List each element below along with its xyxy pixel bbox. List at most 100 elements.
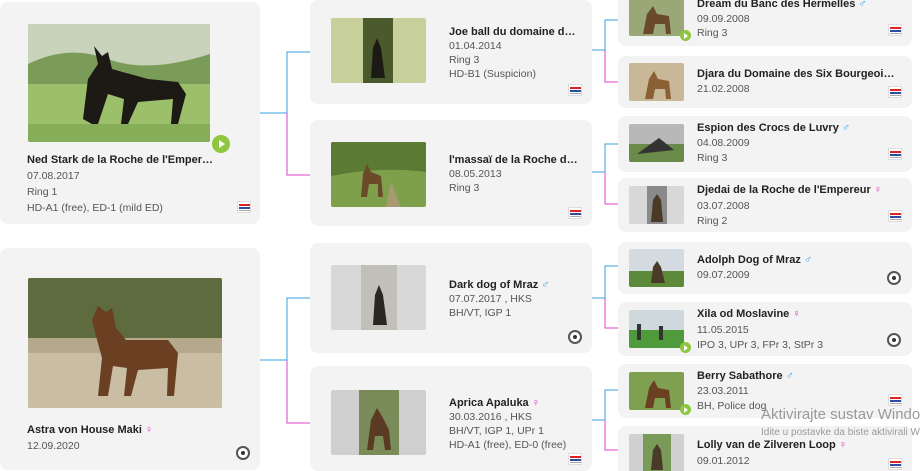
gen3-name-4[interactable]: Djedai de la Roche de l'Empereur [697,184,871,196]
gen3-name-5[interactable]: Adolph Dog of Mraz [697,254,801,266]
gen3-name-6[interactable]: Xila od Moslavine [697,308,790,320]
fci-badge-icon [887,271,901,285]
male-symbol-icon: ♂ [841,122,851,134]
gen3-photo-5[interactable] [629,249,684,287]
dam-card[interactable]: Astra von House Maki♀ 12.09.2020 [0,248,260,470]
gen3-date-8: 09.01.2012 [697,455,750,467]
female-symbol-icon: ♀ [873,184,883,196]
female-symbol-icon: ♀ [792,308,801,320]
play-video-icon[interactable] [680,30,691,41]
gen2-photo-3[interactable] [331,265,426,330]
sire-photo[interactable] [28,24,210,142]
gen3-name-8[interactable]: Lolly van de Zilveren Loop [697,439,836,451]
gen2-name-3[interactable]: Dark dog of Mraz [449,279,539,291]
sire-title: Ring 1 [27,186,58,198]
fci-badge-icon [236,446,250,460]
windows-activation-subtitle: Idite u postavke da biste aktivirali W [761,427,920,438]
dam-name[interactable]: Astra von House Maki [27,424,142,436]
male-symbol-icon: ♂ [803,254,813,266]
gen2-title-4: BH/VT, IGP 1, UPr 1 [449,425,544,437]
kennel-club-flag-icon [888,394,902,406]
gen2-title-2: Ring 3 [449,182,480,194]
dam-birthdate: 12.09.2020 [27,440,80,452]
gen2-health-1: HD-B1 (Suspicion) [449,68,536,80]
kennel-club-flag-icon [237,201,251,213]
gen3-title-4: Ring 2 [697,215,728,227]
gen3-photo-2[interactable] [629,63,684,101]
kennel-club-flag-icon [888,24,902,36]
gen2-name-4[interactable]: Aprica Apaluka [449,397,529,409]
play-video-icon[interactable] [212,135,230,153]
gen2-date-3: 07.07.2017 , HKS [449,293,532,305]
kennel-club-flag-icon [888,458,902,470]
gen2-card-2[interactable]: l'massaï de la Roche de ... 08.05.2013 R… [310,120,592,226]
gen3-name-7[interactable]: Berry Sabathore [697,370,783,382]
gen3-card-8[interactable]: Lolly van de Zilveren Loop♀ 09.01.2012 [618,426,912,471]
kennel-club-flag-icon [568,84,582,96]
gen3-name-2[interactable]: Djara du Domaine des Six Bourgeois [697,68,890,80]
gen2-health-4: HD-A1 (free), ED-0 (free) [449,439,567,451]
gen3-card-6[interactable]: Xila od Moslavine♀ 11.05.2015 IPO 3, UPr… [618,302,912,356]
gen3-card-7[interactable]: Berry Sabathore♂ 23.03.2011 BH, Police d… [618,364,912,418]
fci-badge-icon [887,333,901,347]
kennel-club-flag-icon [888,86,902,98]
gen3-title-6: IPO 3, UPr 3, FPr 3, StPr 3 [697,339,824,351]
gen3-card-3[interactable]: Espion des Crocs de Luvry♂ 04.08.2009 Ri… [618,116,912,172]
gen3-name-3[interactable]: Espion des Crocs de Luvry [697,122,839,134]
gen3-photo-8[interactable] [629,434,684,471]
gen3-date-3: 04.08.2009 [697,137,750,149]
gen2-card-4[interactable]: Aprica Apaluka♀ 30.03.2016 , HKS BH/VT, … [310,366,592,471]
kennel-club-flag-icon [568,207,582,219]
gen2-title-3: BH/VT, IGP 1 [449,307,512,319]
female-symbol-icon: ♀ [144,424,154,436]
kennel-club-flag-icon [888,148,902,160]
gen3-photo-4[interactable] [629,186,684,224]
gen2-photo-1[interactable] [331,18,426,83]
play-video-icon[interactable] [680,404,691,415]
gen3-title-1: Ring 3 [697,27,728,39]
gen3-card-1[interactable]: Dream du Banc des Hermelles♂ 09.09.2008 … [618,0,912,46]
male-symbol-icon: ♂ [541,279,550,291]
gen2-date-1: 01.04.2014 [449,40,502,52]
sire-name[interactable]: Ned Stark de la Roche de l'Empereur [27,154,217,166]
gen3-date-4: 03.07.2008 [697,200,750,212]
gen3-photo-7[interactable] [629,372,684,410]
gen3-date-6: 11.05.2015 [697,324,749,336]
gen3-photo-6[interactable] [629,310,684,348]
gen2-photo-2[interactable] [331,142,426,207]
gen3-date-7: 23.03.2011 [697,385,749,397]
female-symbol-icon: ♀ [838,439,847,451]
male-symbol-icon: ♂ [785,370,794,382]
gen3-photo-3[interactable] [629,124,684,162]
sire-card[interactable]: Ned Stark de la Roche de l'Empereur♂ 07.… [0,2,260,224]
gen3-card-2[interactable]: Djara du Domaine des Six Bourgeois♀ 21.0… [618,56,912,108]
female-symbol-icon: ♀ [531,397,540,409]
male-symbol-icon: ♂ [858,0,867,10]
play-video-icon[interactable] [680,342,691,353]
kennel-club-flag-icon [888,210,902,222]
gen2-date-4: 30.03.2016 , HKS [449,411,532,423]
sire-birthdate: 07.08.2017 [27,170,80,182]
gen3-name-1[interactable]: Dream du Banc des Hermelles [697,0,856,10]
gen2-card-3[interactable]: Dark dog of Mraz♂ 07.07.2017 , HKS BH/VT… [310,243,592,353]
windows-activation-watermark: Aktivirajte sustav Windows [761,406,920,423]
gen3-card-4[interactable]: Djedai de la Roche de l'Empereur♀ 03.07.… [618,178,912,232]
gen2-name-1[interactable]: Joe ball du domaine de... [449,26,579,38]
gen3-date-5: 09.07.2009 [697,269,750,281]
sire-health: HD-A1 (free), ED-1 (mild ED) [27,202,163,214]
dam-photo[interactable] [28,278,222,408]
fci-badge-icon [568,330,582,344]
gen3-photo-1[interactable] [629,0,684,36]
gen2-photo-4[interactable] [331,390,426,455]
gen2-title-1: Ring 3 [449,54,480,66]
gen3-date-2: 21.02.2008 [697,83,750,95]
kennel-club-flag-icon [568,453,582,465]
gen2-card-1[interactable]: Joe ball du domaine de... 01.04.2014 Rin… [310,0,592,104]
gen2-name-2[interactable]: l'massaï de la Roche de ... [449,154,579,166]
gen3-date-1: 09.09.2008 [697,13,750,25]
gen3-card-5[interactable]: Adolph Dog of Mraz♂ 09.07.2009 [618,242,912,294]
gen3-title-3: Ring 3 [697,152,728,164]
gen3-title-7: BH, Police dog [697,400,767,412]
gen2-date-2: 08.05.2013 [449,168,502,180]
